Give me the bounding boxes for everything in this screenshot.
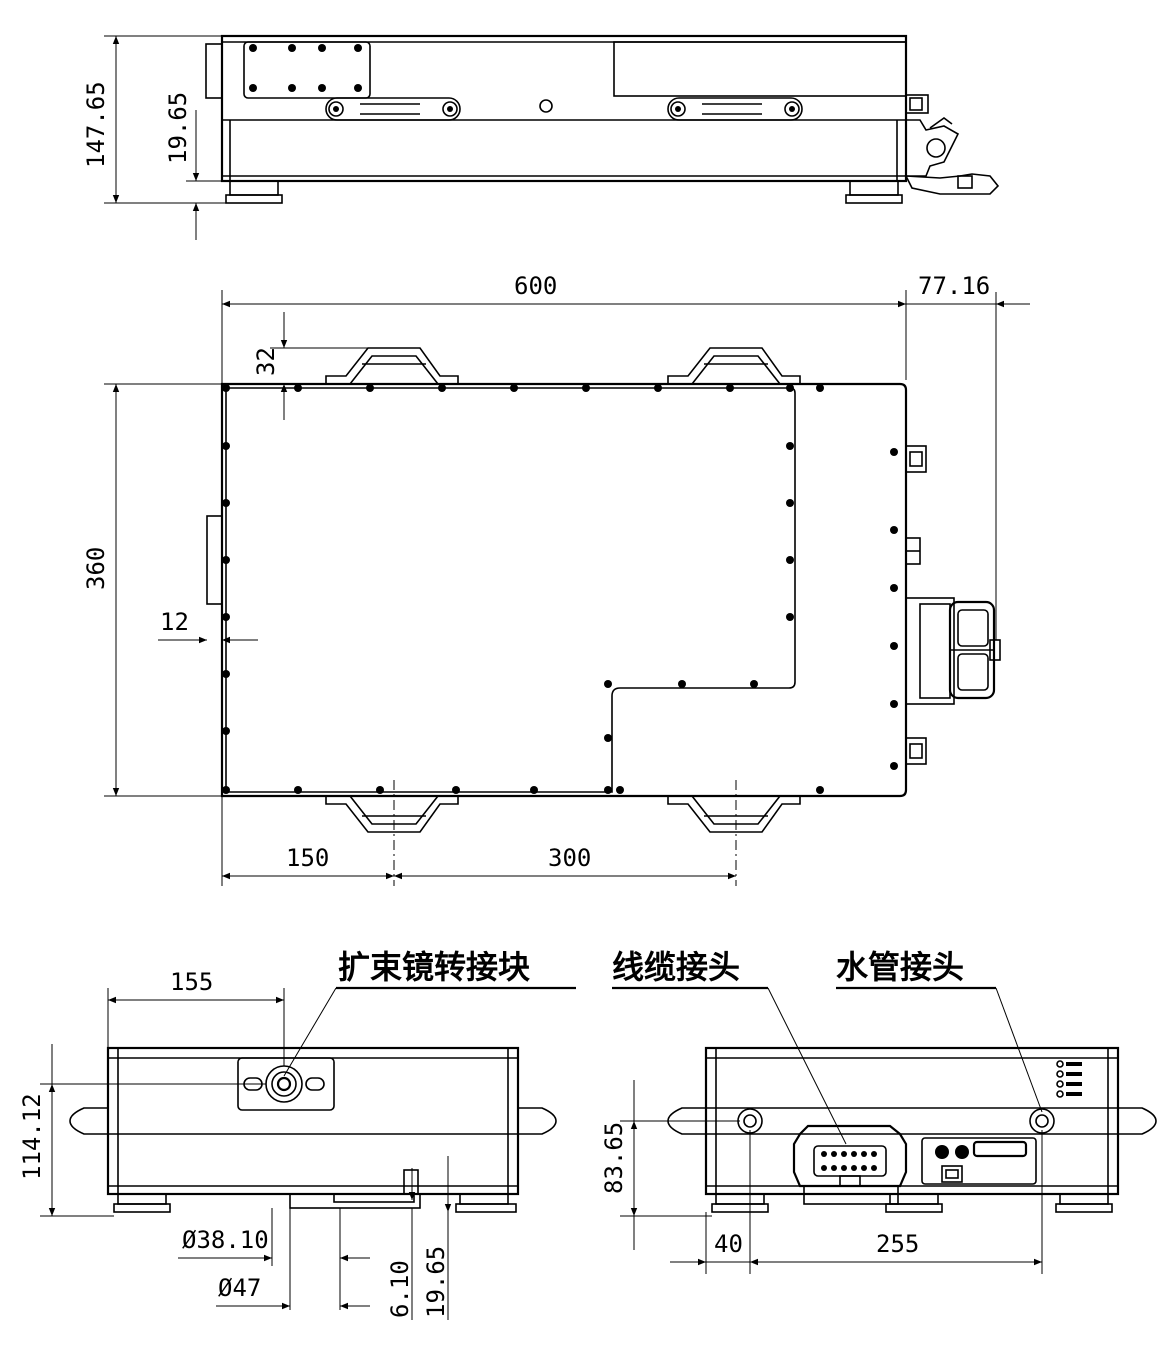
indicator-leds-icon	[1056, 1060, 1082, 1098]
dim-top-view-height: 147.65	[82, 81, 110, 168]
dim-rear-offset: 40	[714, 1230, 743, 1258]
water-connector-left-icon	[737, 1108, 763, 1134]
interface-panel-icon	[921, 1137, 1037, 1185]
side-elevation-view: 147.65 19.65	[82, 34, 1000, 240]
dim-front-gap: 6.10	[386, 1260, 414, 1318]
handle-plan-top-right	[667, 347, 801, 385]
dim-width: 360	[82, 547, 110, 590]
dim-front-height: 114.12	[18, 1093, 46, 1180]
cable-connector-icon	[792, 1124, 908, 1205]
rear-view: 线缆接头 水管接头 83.65 40 255	[600, 948, 1157, 1274]
dim-handle-offset: 32	[252, 347, 280, 376]
dim-front-foot: 19.65	[422, 1246, 450, 1318]
dim-side-plate: 12	[160, 608, 189, 636]
dim-rear-spacing: 255	[876, 1230, 919, 1258]
dim-diameter-inner: Ø38.10	[182, 1226, 269, 1254]
connector-plan-icon	[905, 445, 1001, 765]
dim-rear-height: 83.65	[600, 1122, 628, 1194]
dim-handle-pos-1: 150	[286, 844, 329, 872]
dim-handle-spacing: 300	[548, 844, 591, 872]
dim-length: 600	[514, 272, 557, 300]
handle-plan-top-left	[325, 347, 459, 385]
handle-plan-bottom-right	[667, 795, 801, 833]
label-water-connector: 水管接头	[836, 948, 964, 986]
label-beam-expander: 扩束镜转接块	[338, 948, 530, 986]
dim-connector-protrusion: 77.16	[918, 272, 990, 300]
dim-diameter-outer: Ø47	[218, 1274, 261, 1302]
plan-view: 600 77.16 32 360 12 150 300	[82, 272, 1030, 886]
front-view: 扩束镜转接块 155 114.12 Ø38.10 Ø47 6.10 19.65	[18, 948, 576, 1320]
handle-left	[325, 97, 461, 121]
dim-top-view-foot: 19.65	[164, 92, 192, 164]
dim-front-offset: 155	[170, 968, 213, 996]
water-connector-right-icon	[1029, 1108, 1055, 1134]
handle-right	[667, 97, 803, 121]
screw-holes	[222, 384, 898, 794]
label-cable-connector: 线缆接头	[612, 948, 740, 986]
plate-holes	[249, 44, 362, 92]
handle-plan-bottom-left	[325, 795, 459, 833]
connector-side-icon	[904, 94, 1000, 195]
